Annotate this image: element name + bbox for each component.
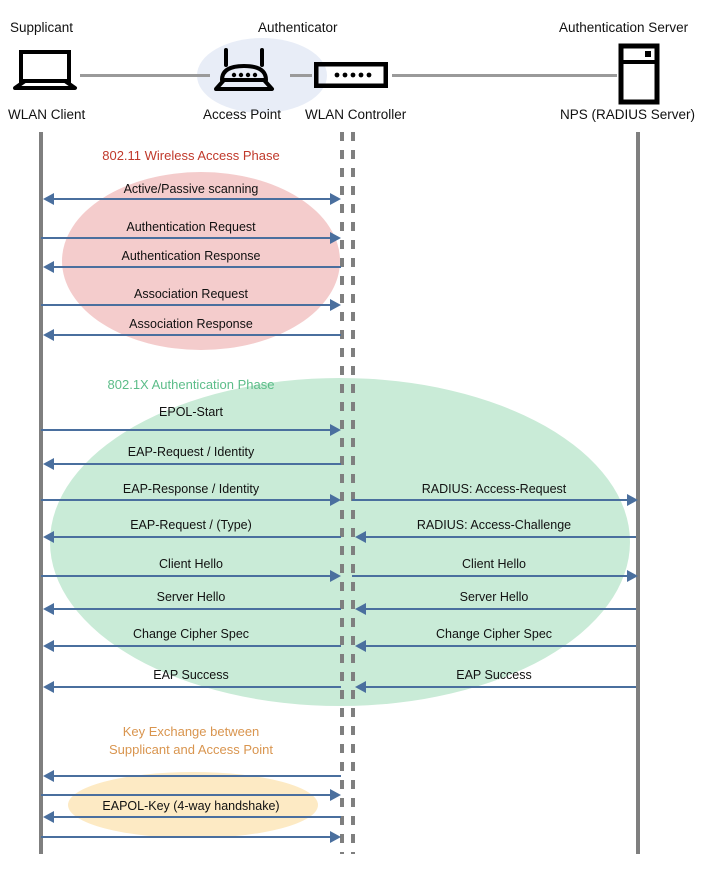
message-label: Active/Passive scanning xyxy=(123,182,259,196)
arrowhead-right-icon xyxy=(330,424,341,436)
phase-title-key-exchange-line2: Supplicant and Access Point xyxy=(108,742,274,757)
laptop-icon xyxy=(12,50,78,95)
node-label-wlan-controller: WLAN Controller xyxy=(305,107,407,122)
arrowhead-left-icon xyxy=(355,681,366,693)
arrowhead-right-icon xyxy=(330,299,341,311)
message-label: Change Cipher Spec xyxy=(132,627,250,641)
arrowhead-left-icon xyxy=(355,603,366,615)
arrowhead-right-icon xyxy=(627,494,638,506)
message-line xyxy=(41,575,332,577)
node-label-access-point: Access Point xyxy=(203,107,282,122)
arrowhead-left-icon xyxy=(43,261,54,273)
message-label: Change Cipher Spec xyxy=(435,627,553,641)
message-line xyxy=(50,266,341,268)
phase-ellipse-80211 xyxy=(62,172,340,350)
node-label-nps-server: NPS (RADIUS Server) xyxy=(560,107,696,122)
message-line xyxy=(362,536,636,538)
message-label: Server Hello xyxy=(156,590,226,604)
wireless-router-icon xyxy=(212,47,276,97)
arrowhead-right-icon xyxy=(627,570,638,582)
message-line xyxy=(352,499,629,501)
message-line xyxy=(50,686,341,688)
arrowhead-left-icon xyxy=(43,681,54,693)
lifeline-wlan-controller xyxy=(351,132,355,854)
node-label-wlan-client: WLAN Client xyxy=(8,107,86,122)
message-line xyxy=(352,575,629,577)
arrowhead-right-icon xyxy=(330,789,341,801)
message-line xyxy=(362,608,636,610)
message-line xyxy=(41,304,332,306)
wire-controller-to-server xyxy=(392,74,617,77)
lifeline-nps-server xyxy=(636,132,640,854)
message-label: RADIUS: Access-Request xyxy=(421,482,567,496)
arrowhead-left-icon xyxy=(43,770,54,782)
message-label: Association Request xyxy=(134,287,248,301)
arrowhead-left-icon xyxy=(43,603,54,615)
message-label: EAP-Request / Identity xyxy=(127,445,255,459)
arrowhead-right-icon xyxy=(330,831,341,843)
message-line xyxy=(50,645,341,647)
arrowhead-left-icon xyxy=(43,329,54,341)
message-line xyxy=(50,463,341,465)
message-label: Authentication Response xyxy=(121,249,261,263)
message-label: EPOL-Start xyxy=(159,405,223,419)
role-label-authentication-server: Authentication Server xyxy=(559,20,689,35)
message-line xyxy=(50,816,341,818)
arrowhead-left-icon xyxy=(43,458,54,470)
message-line xyxy=(41,794,332,796)
message-label: EAP Success xyxy=(153,668,229,682)
arrowhead-left-icon xyxy=(43,193,54,205)
wire-ap-to-controller xyxy=(290,74,312,77)
message-label: Authentication Request xyxy=(126,220,256,234)
message-label: EAP-Response / Identity xyxy=(122,482,260,496)
message-label: Server Hello xyxy=(459,590,529,604)
key-exchange-group-label: EAPOL-Key (4-way handshake) xyxy=(102,799,280,813)
phase-title-8021x: 802.1X Authentication Phase xyxy=(107,377,275,392)
message-label: Association Response xyxy=(129,317,253,331)
arrowhead-left-icon xyxy=(355,640,366,652)
message-line xyxy=(50,536,341,538)
phase-title-80211: 802.11 Wireless Access Phase xyxy=(102,148,280,163)
message-line xyxy=(41,499,332,501)
message-label: RADIUS: Access-Challenge xyxy=(416,518,572,532)
network-switch-icon xyxy=(313,61,389,93)
message-label: EAP Success xyxy=(456,668,532,682)
wire-client-to-ap xyxy=(80,74,210,77)
message-line xyxy=(362,686,636,688)
role-label-supplicant: Supplicant xyxy=(10,20,74,35)
message-line xyxy=(50,198,332,200)
arrowhead-left-icon xyxy=(43,531,54,543)
message-line xyxy=(41,836,332,838)
arrowhead-right-icon xyxy=(330,232,341,244)
message-line xyxy=(41,237,332,239)
message-label: EAP-Request / (Type) xyxy=(130,518,252,532)
arrowhead-right-icon xyxy=(330,193,341,205)
message-line xyxy=(362,645,636,647)
phase-ellipse-key-exchange xyxy=(68,772,318,838)
message-line xyxy=(50,334,341,336)
arrowhead-left-icon xyxy=(43,640,54,652)
server-icon xyxy=(618,43,660,110)
role-label-authenticator: Authenticator xyxy=(258,20,338,35)
message-line xyxy=(41,429,332,431)
phase-title-key-exchange-line1: Key Exchange between xyxy=(122,724,260,739)
message-label: Client Hello xyxy=(159,557,223,571)
message-line xyxy=(50,608,341,610)
message-label: Client Hello xyxy=(462,557,526,571)
arrowhead-right-icon xyxy=(330,494,341,506)
lifeline-supplicant xyxy=(39,132,43,854)
lifeline-access-point xyxy=(340,132,344,854)
message-line xyxy=(50,775,341,777)
arrowhead-left-icon xyxy=(355,531,366,543)
arrowhead-right-icon xyxy=(330,570,341,582)
arrowhead-left-icon xyxy=(43,811,54,823)
